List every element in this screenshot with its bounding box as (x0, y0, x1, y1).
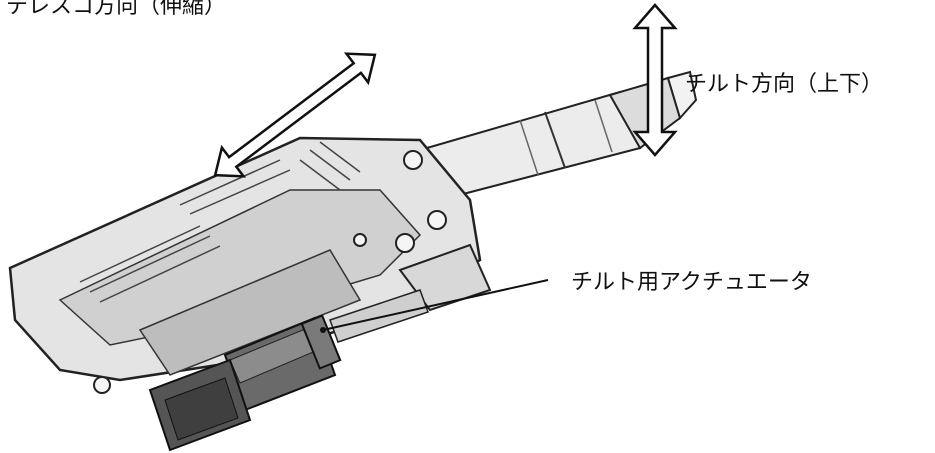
tilt-direction-label: チルト方向（上下） (685, 72, 884, 97)
tilt-arrow-icon (632, 3, 678, 157)
telescope-arrow-icon (213, 52, 377, 178)
actuator-leader-line (322, 279, 549, 331)
tilt-actuator (148, 289, 429, 452)
tilt-actuator-label: チルト用アクチュエータ (571, 270, 812, 295)
telescope-direction-label: テレスコ方向（伸縮） (6, 0, 227, 19)
